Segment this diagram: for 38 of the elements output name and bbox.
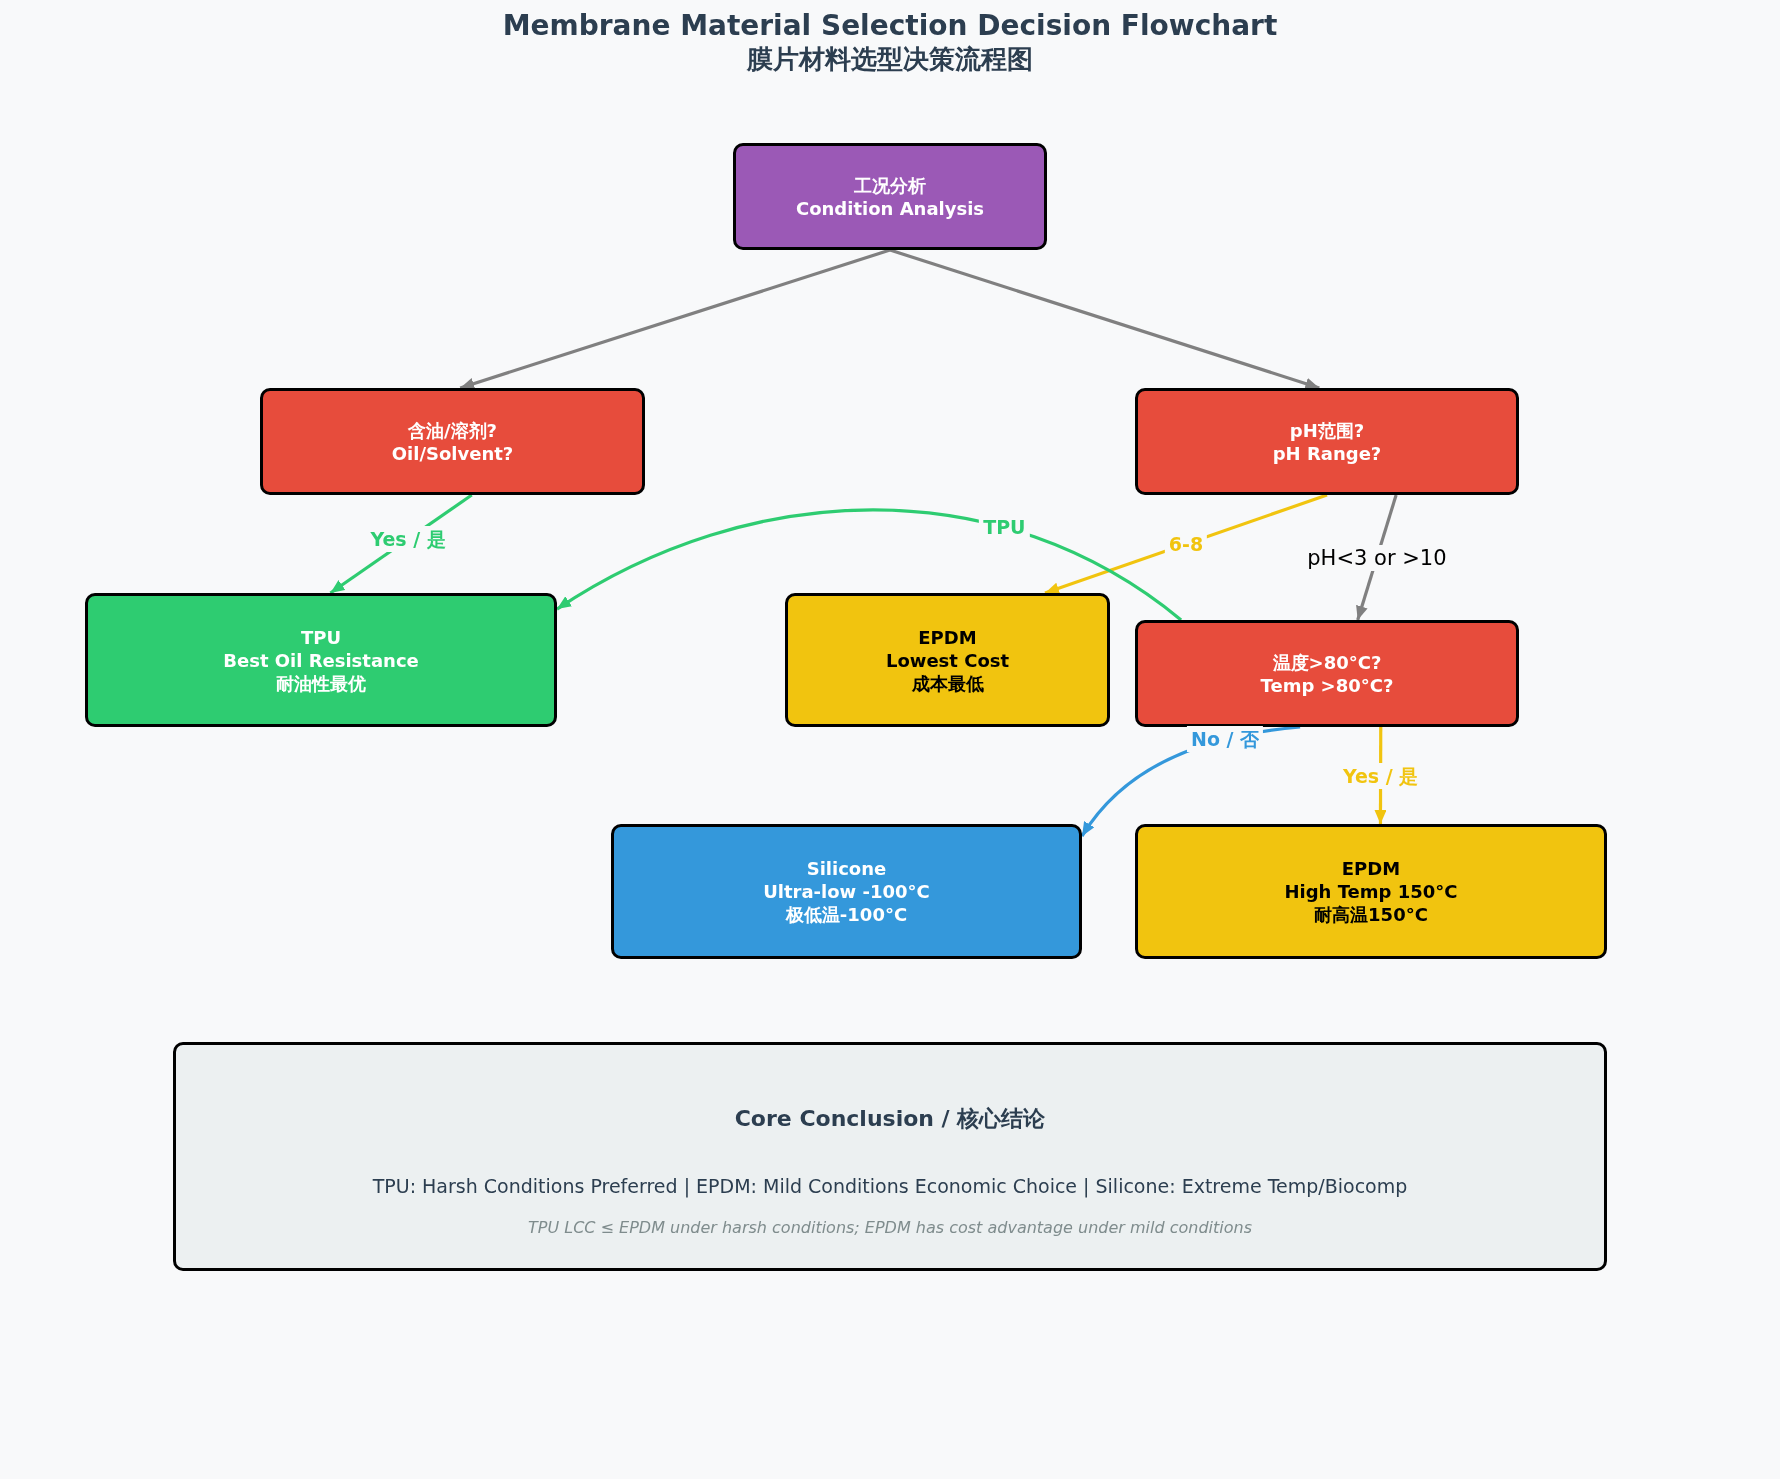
box-label: 成本最低 bbox=[911, 671, 984, 695]
box-label: EPDM bbox=[1341, 857, 1401, 880]
arrow bbox=[459, 248, 891, 390]
box-label: 含油/溶剂? bbox=[408, 418, 497, 442]
panel-heading: Core Conclusion / 核心结论 bbox=[734, 1105, 1046, 1132]
box-label: Oil/Solvent? bbox=[391, 441, 514, 465]
result-box bbox=[611, 824, 1082, 959]
arrow bbox=[556, 508, 1183, 622]
decision-box bbox=[1135, 620, 1519, 727]
box-label: Temp >80°C? bbox=[1260, 673, 1394, 697]
start-box bbox=[733, 143, 1047, 250]
box-label: pH范围? bbox=[1289, 418, 1365, 442]
arrow bbox=[889, 248, 1320, 390]
box-label: 工况分析 bbox=[854, 173, 926, 197]
decision-box bbox=[1135, 388, 1519, 495]
box-label: pH Range? bbox=[1272, 441, 1382, 465]
subtitle: 膜片材料选型决策流程图 bbox=[747, 43, 1033, 75]
box-label: TPU bbox=[300, 625, 342, 649]
box-label: High Temp 150°C bbox=[1284, 880, 1458, 903]
summary-text: TPU: Harsh Conditions Preferred | EPDM: Mild Conditions Economic Choice | Silicone: Extreme Temp/Biocomp bbox=[372, 1174, 1408, 1198]
result-box bbox=[1135, 824, 1607, 959]
result-box bbox=[785, 593, 1110, 727]
box-label: 极低温-100°C bbox=[785, 903, 908, 926]
title: Membrane Material Selection Decision Flowchart bbox=[502, 9, 1278, 43]
box-label: Best Oil Resistance bbox=[223, 648, 419, 672]
box-label: 温度>80°C? bbox=[1272, 650, 1382, 674]
box-label: Condition Analysis bbox=[795, 196, 985, 220]
box-label: Ultra-low -100°C bbox=[763, 880, 930, 903]
box-label: 耐高温150°C bbox=[1314, 903, 1428, 926]
box-label: Silicone bbox=[806, 857, 887, 880]
result-box bbox=[85, 593, 557, 727]
note-text: TPU LCC ≤ EPDM under harsh conditions; EPDM has cost advantage under mild conditions bbox=[528, 1217, 1252, 1238]
box-label: Lowest Cost bbox=[885, 648, 1010, 672]
box-label: 耐油性最优 bbox=[276, 671, 366, 695]
box-label: EPDM bbox=[918, 625, 977, 649]
conclusion-panel bbox=[173, 1042, 1607, 1271]
edge-label: No / 否 bbox=[1187, 726, 1264, 753]
decision-box bbox=[260, 388, 645, 495]
